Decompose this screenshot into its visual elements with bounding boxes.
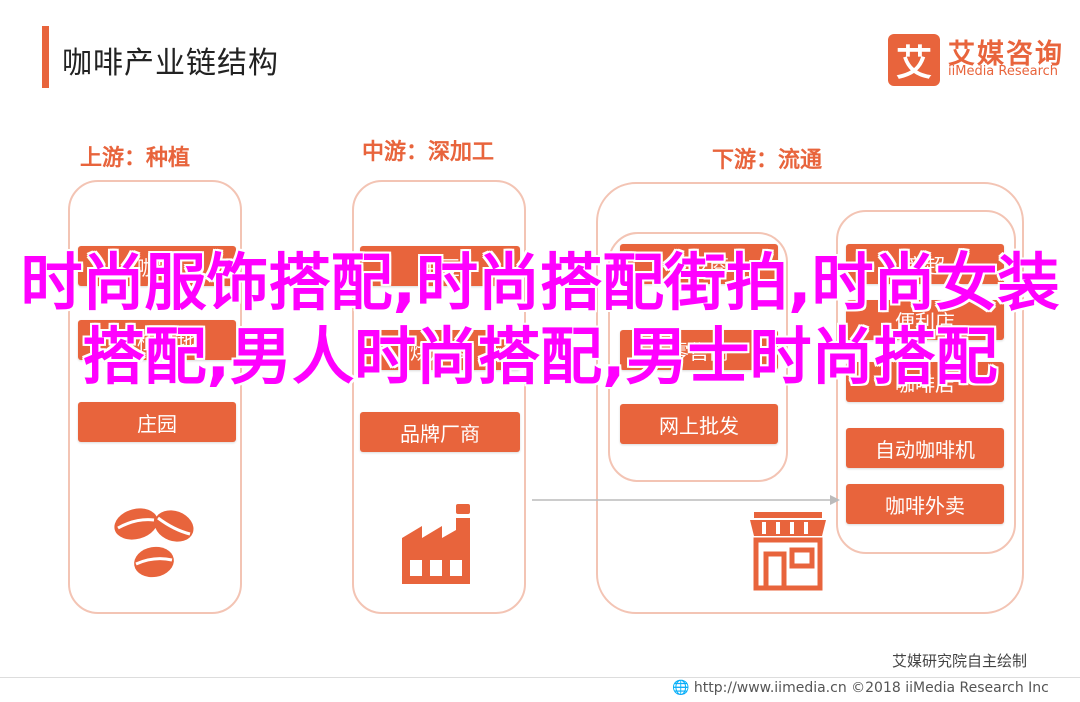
downstream-panel (596, 182, 1024, 614)
flow-arrow-icon (532, 495, 840, 505)
logo-text-en: iiMedia Research (948, 64, 1059, 79)
midstream-title: 中游：深加工 (362, 140, 495, 165)
outlet-item: 商超 (846, 244, 1004, 284)
overlay-watermark-text: 时尚服饰搭配,时尚搭配街拍,时尚女装搭配,男人时尚搭配,男士时尚搭配 (20, 246, 1060, 393)
outlet-item: 咖啡店 (846, 362, 1004, 402)
channel-item: 批发商 (620, 244, 778, 284)
store-icon (750, 512, 826, 591)
upstream-title: 上游：种植 (80, 146, 191, 171)
logo-text-cn: 艾媒咨询 (948, 39, 1064, 70)
footer-divider (0, 677, 1080, 678)
outlet-item: 咖啡外卖 (846, 484, 1004, 524)
globe-icon: 🌐 (672, 680, 690, 696)
midstream-item: 烘焙商 (360, 330, 520, 370)
channel-item: 零售商 (620, 330, 778, 370)
channel-item: 网上批发 (620, 404, 778, 444)
iimedia-logo-icon: 艾 (888, 34, 940, 86)
upstream-panel (68, 180, 242, 614)
footer-text: 🌐 http://www.iimedia.cn ©2018 iiMedia Re… (672, 680, 1049, 696)
upstream-item: 种植基地 (78, 320, 236, 360)
outlet-item: 便利店 (846, 300, 1004, 340)
midstream-item: 生豆 (360, 246, 520, 286)
coffee-beans-icon (114, 508, 194, 578)
channels-panel (608, 232, 788, 482)
factory-icon (402, 504, 470, 584)
title-accent-bar (42, 26, 49, 88)
outlet-item: 自动咖啡机 (846, 428, 1004, 468)
page-title: 咖啡产业链结构 (62, 46, 279, 81)
footer-url: http://www.iimedia.cn ©2018 iiMedia Rese… (693, 680, 1049, 696)
outlets-panel (836, 210, 1016, 554)
midstream-item: 品牌厂商 (360, 412, 520, 452)
upstream-item: 咖农 (78, 246, 236, 286)
upstream-item: 庄园 (78, 402, 236, 442)
midstream-panel (352, 180, 526, 614)
downstream-title: 下游：流通 (712, 148, 823, 173)
source-credit: 艾媒研究院自主绘制 (892, 652, 1028, 670)
